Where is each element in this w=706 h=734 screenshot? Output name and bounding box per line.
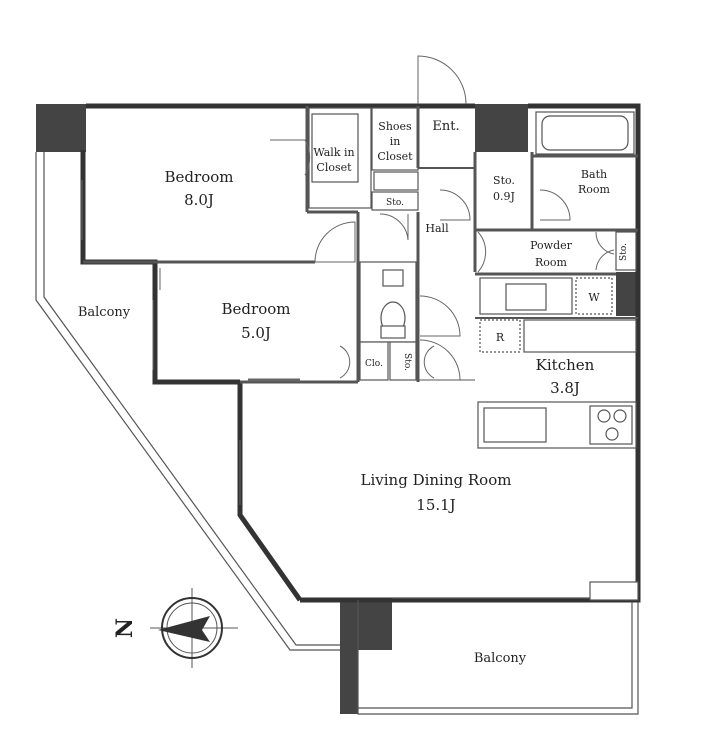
washer-label: W [588, 291, 600, 304]
compass: N [112, 588, 238, 668]
refrigerator-label: R [496, 331, 505, 344]
shoes-closet-label-3: Closet [377, 150, 413, 163]
storage-entry-name: Sto. [493, 174, 515, 187]
column-nw [36, 104, 86, 152]
storage-entry-size: 0.9J [493, 190, 515, 203]
living-size: 15.1J [416, 496, 455, 514]
storage-toilet-label: Sto. [402, 353, 412, 371]
closet-label: Clo. [365, 359, 383, 369]
hall-label: Hall [425, 222, 449, 235]
bath-room-label-1: Bath [581, 168, 607, 181]
column-south [340, 600, 392, 650]
storage-small-label: Sto. [386, 198, 404, 208]
compass-north-label: N [112, 618, 138, 638]
powder-room-label-1: Powder [530, 239, 573, 252]
balcony-west-outline [35, 152, 340, 651]
compass-needle-icon [158, 616, 210, 642]
bedroom-large-name: Bedroom [165, 168, 234, 186]
kitchen-name: Kitchen [536, 356, 595, 374]
column-entrance [475, 104, 528, 152]
column-kitchen [616, 272, 638, 316]
bedroom-small-size: 5.0J [241, 324, 271, 342]
wall-south-strip [340, 650, 358, 714]
balcony-west-label: Balcony [78, 305, 131, 320]
bedroom-small-name: Bedroom [222, 300, 291, 318]
balcony-south-label: Balcony [474, 651, 527, 666]
doors [81, 55, 615, 505]
entrance-label: Ent. [432, 119, 459, 134]
compass-ring-outer [161, 597, 223, 659]
storage-powder-label: Sto. [619, 243, 629, 261]
interior-walls [83, 106, 639, 601]
walk-in-closet-label-2: Closet [316, 161, 352, 174]
living-name: Living Dining Room [361, 471, 512, 489]
bedroom-large-size: 8.0J [184, 191, 214, 209]
balcony-south-outline [357, 597, 639, 715]
powder-room-label-2: Room [535, 256, 568, 269]
kitchen-size: 3.8J [550, 379, 580, 397]
bath-room-label-2: Room [578, 183, 611, 196]
shoes-closet-label-2: in [390, 135, 401, 148]
shoes-closet-label-1: Shoes [378, 120, 412, 133]
walk-in-closet-label-1: Walk in [313, 146, 354, 159]
